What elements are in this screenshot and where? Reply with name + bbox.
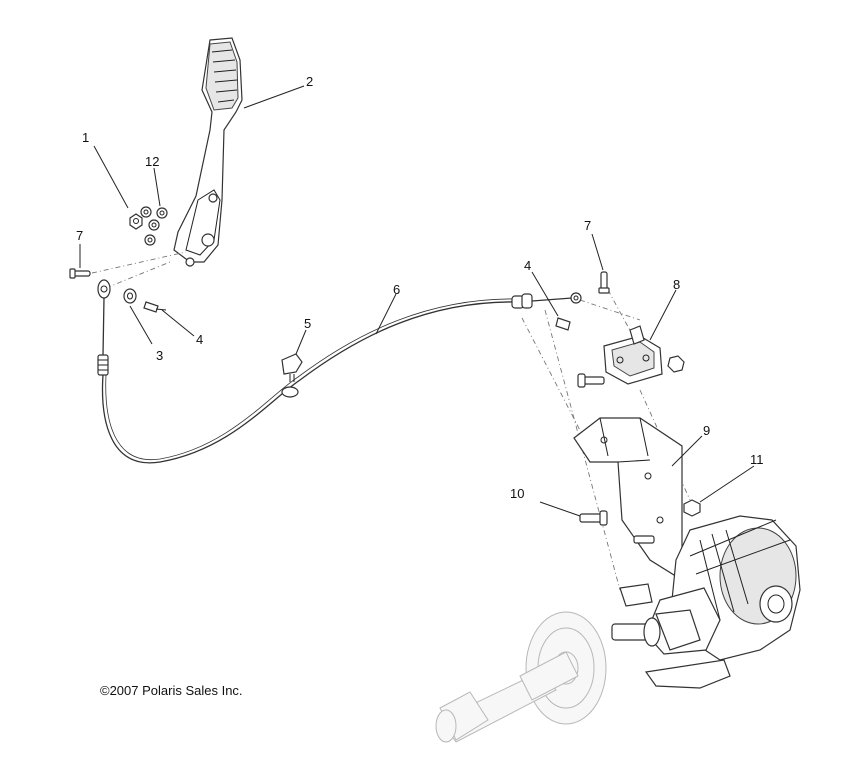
brake-caliper: [603, 325, 663, 385]
cotter-pin-right: [555, 317, 571, 331]
caliper-bolt: [577, 373, 605, 388]
leader-lines: [79, 85, 755, 517]
callout-3: 3: [156, 348, 163, 363]
callout-1: 1: [82, 130, 89, 145]
bracket-nut: [683, 499, 701, 517]
caliper-bracket: [573, 417, 683, 582]
callout-12: 12: [145, 154, 159, 169]
callout-10: 10: [510, 486, 524, 501]
callout-7-right: 7: [584, 218, 591, 233]
cable-clip: [281, 353, 303, 398]
caliper-nut: [667, 355, 685, 373]
cotter-pin-left: [143, 301, 167, 313]
washer-3: [123, 288, 137, 304]
brake-pedal: [173, 37, 243, 267]
callout-4-right: 4: [524, 258, 531, 273]
callout-11: 11: [750, 452, 764, 467]
callout-6: 6: [393, 282, 400, 297]
callout-2: 2: [306, 74, 313, 89]
callout-4-left: 4: [196, 332, 203, 347]
callout-7-left: 7: [76, 228, 83, 243]
clevis-pin-right: [598, 271, 610, 294]
callout-9: 9: [703, 423, 710, 438]
pivot-nut: [129, 213, 143, 230]
copyright-text: ©2007 Polaris Sales Inc.: [100, 683, 243, 698]
washers: [140, 206, 168, 246]
callout-5: 5: [304, 316, 311, 331]
clevis-pin-left: [69, 268, 91, 279]
driveshaft: [435, 651, 579, 743]
front-gearcase: [611, 515, 801, 689]
callout-8: 8: [673, 277, 680, 292]
bracket-bolt: [579, 510, 655, 544]
brake-cable: [97, 279, 582, 464]
